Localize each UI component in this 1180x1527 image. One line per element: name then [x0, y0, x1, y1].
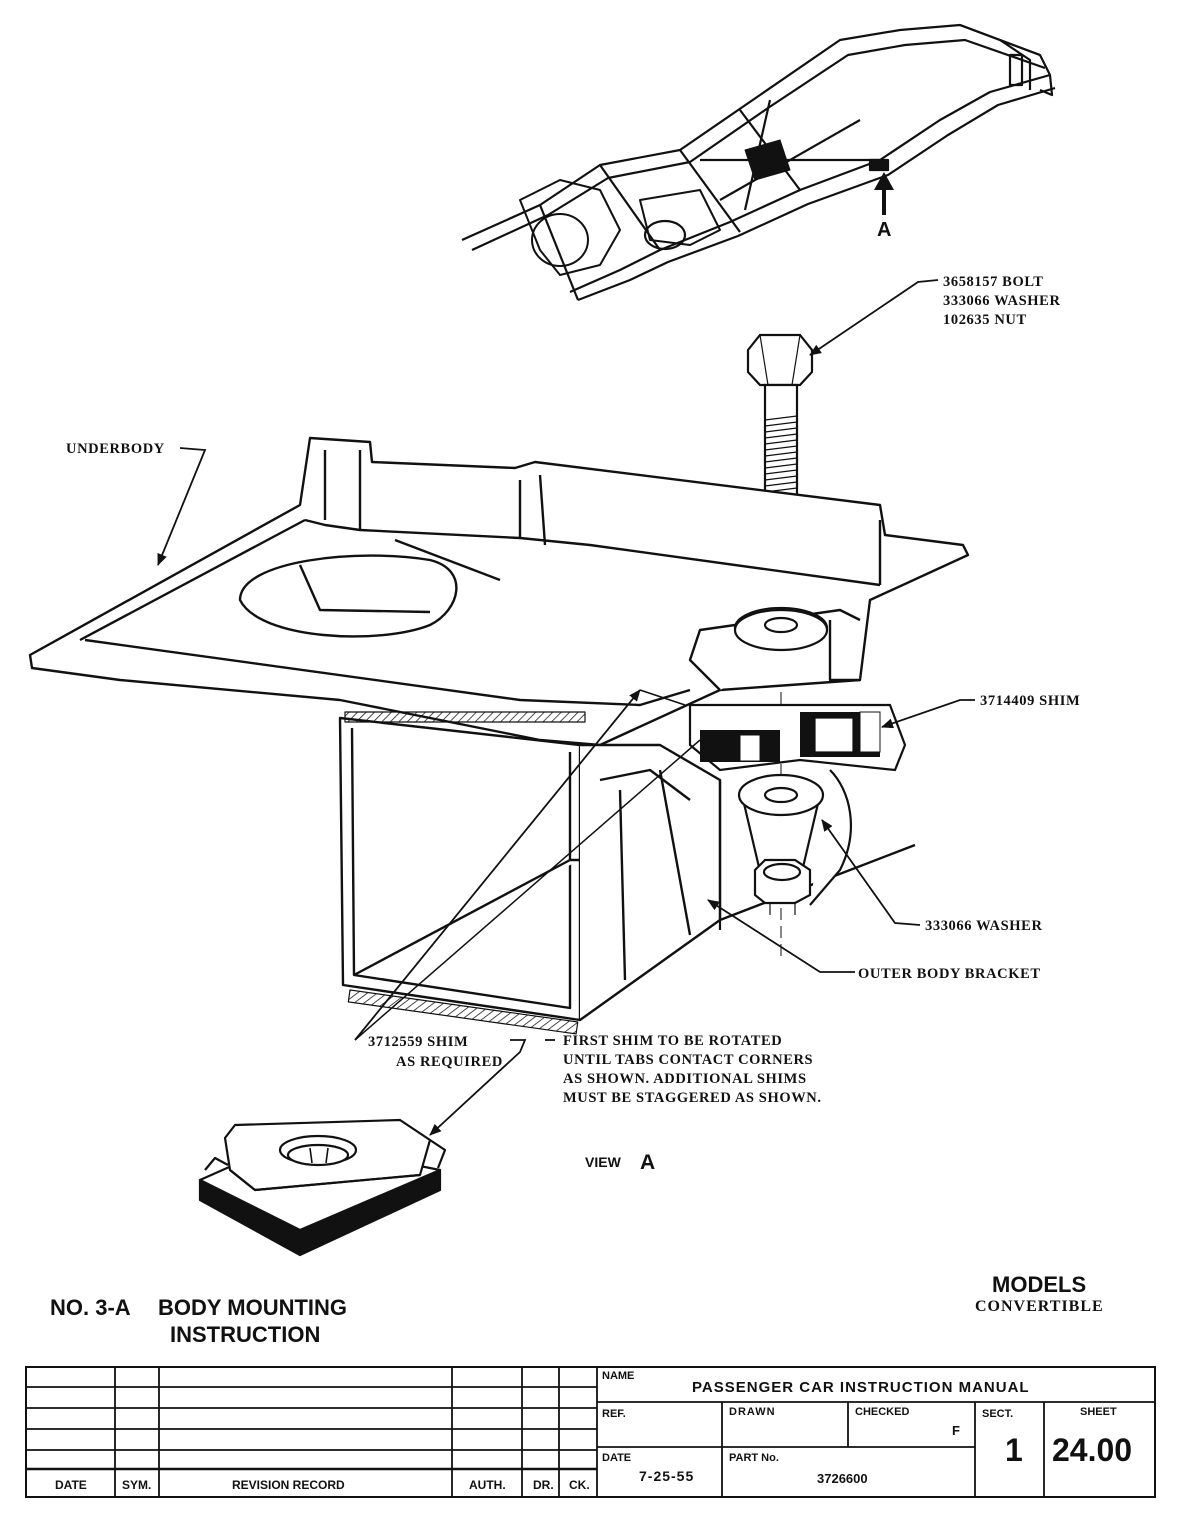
shim-required-label-2: AS REQUIRED: [396, 1054, 503, 1070]
rev-header-auth: AUTH.: [469, 1478, 506, 1492]
checked-value: F: [952, 1423, 960, 1438]
models-value: CONVERTIBLE: [975, 1298, 1104, 1315]
shim-leader: [881, 699, 975, 729]
shim-detail-illustration: [198, 1118, 447, 1257]
shim-label: 3714409 SHIM: [980, 693, 1080, 709]
drawn-label: DRAWN: [729, 1406, 776, 1418]
bolt-leader: [809, 279, 939, 356]
shim-detail-leader: [429, 1039, 527, 1136]
lower-washer-leader: [821, 819, 921, 926]
part-label: PART No.: [729, 1452, 779, 1464]
top-washer: [733, 606, 829, 652]
part-value: 3726600: [817, 1471, 868, 1486]
date-value: 7-25-55: [639, 1468, 695, 1484]
outer-bracket-label: OUTER BODY BRACKET: [858, 966, 1041, 982]
view-letter: A: [640, 1151, 655, 1174]
washer-top-label: 333066 WASHER: [943, 293, 1061, 309]
note-line-3: AS SHOWN. ADDITIONAL SHIMS: [563, 1071, 807, 1087]
drawing-number: NO. 3-A: [50, 1295, 131, 1320]
rev-header-date: DATE: [55, 1478, 87, 1492]
shim-stack-leader-1: [354, 689, 641, 1041]
rev-header-record: REVISION RECORD: [232, 1478, 345, 1492]
underbody-panel-illustration: [28, 436, 970, 747]
nut-label: 102635 NUT: [943, 312, 1027, 328]
underbody-leader: [157, 447, 207, 566]
title-block-grid: [25, 1366, 1156, 1498]
view-a-arrow-head: [874, 172, 894, 190]
sect-value: 1: [1005, 1432, 1023, 1468]
name-value: PASSENGER CAR INSTRUCTION MANUAL: [692, 1379, 1030, 1396]
chassis-frame-illustration: [461, 23, 1056, 302]
washer-bottom-label: 333066 WASHER: [925, 918, 1043, 934]
drawing-title-line2: INSTRUCTION: [170, 1322, 321, 1347]
underbody-label: UNDERBODY: [66, 441, 165, 457]
shim-stack: [700, 711, 881, 762]
sect-label: SECT.: [982, 1408, 1014, 1420]
lower-washer-and-nut: [737, 773, 825, 915]
shim-stack-leader-2: [354, 739, 701, 1041]
models-title: MODELS: [992, 1272, 1087, 1297]
ref-label: REF.: [602, 1408, 626, 1420]
frame-box-section: [338, 711, 916, 1035]
date-label: DATE: [602, 1452, 632, 1464]
bolt-illustration: [746, 333, 814, 512]
rev-header-dr: DR.: [533, 1478, 554, 1492]
note-line-4: MUST BE STAGGERED AS SHOWN.: [563, 1090, 822, 1106]
view-label: VIEW: [585, 1154, 622, 1170]
title-block: DATE SYM. REVISION RECORD AUTH. DR. CK. …: [25, 1366, 1156, 1498]
note-line-1: FIRST SHIM TO BE ROTATED: [563, 1033, 782, 1049]
shim-required-label-1: 3712559 SHIM: [368, 1034, 468, 1050]
name-label: NAME: [602, 1370, 635, 1382]
rev-header-ck: CK.: [569, 1478, 590, 1492]
drawing-title-line1: BODY MOUNTING: [158, 1295, 348, 1320]
outer-bracket-leader: [707, 899, 855, 973]
view-a-arrow-label: A: [877, 219, 891, 241]
checked-label: CHECKED: [855, 1406, 910, 1418]
note-line-2: UNTIL TABS CONTACT CORNERS: [563, 1052, 813, 1068]
sheet-label: SHEET: [1080, 1406, 1117, 1418]
bolt-label: 3658157 BOLT: [943, 274, 1044, 290]
sheet-value: 24.00: [1052, 1432, 1133, 1468]
rev-header-sym: SYM.: [122, 1478, 152, 1492]
